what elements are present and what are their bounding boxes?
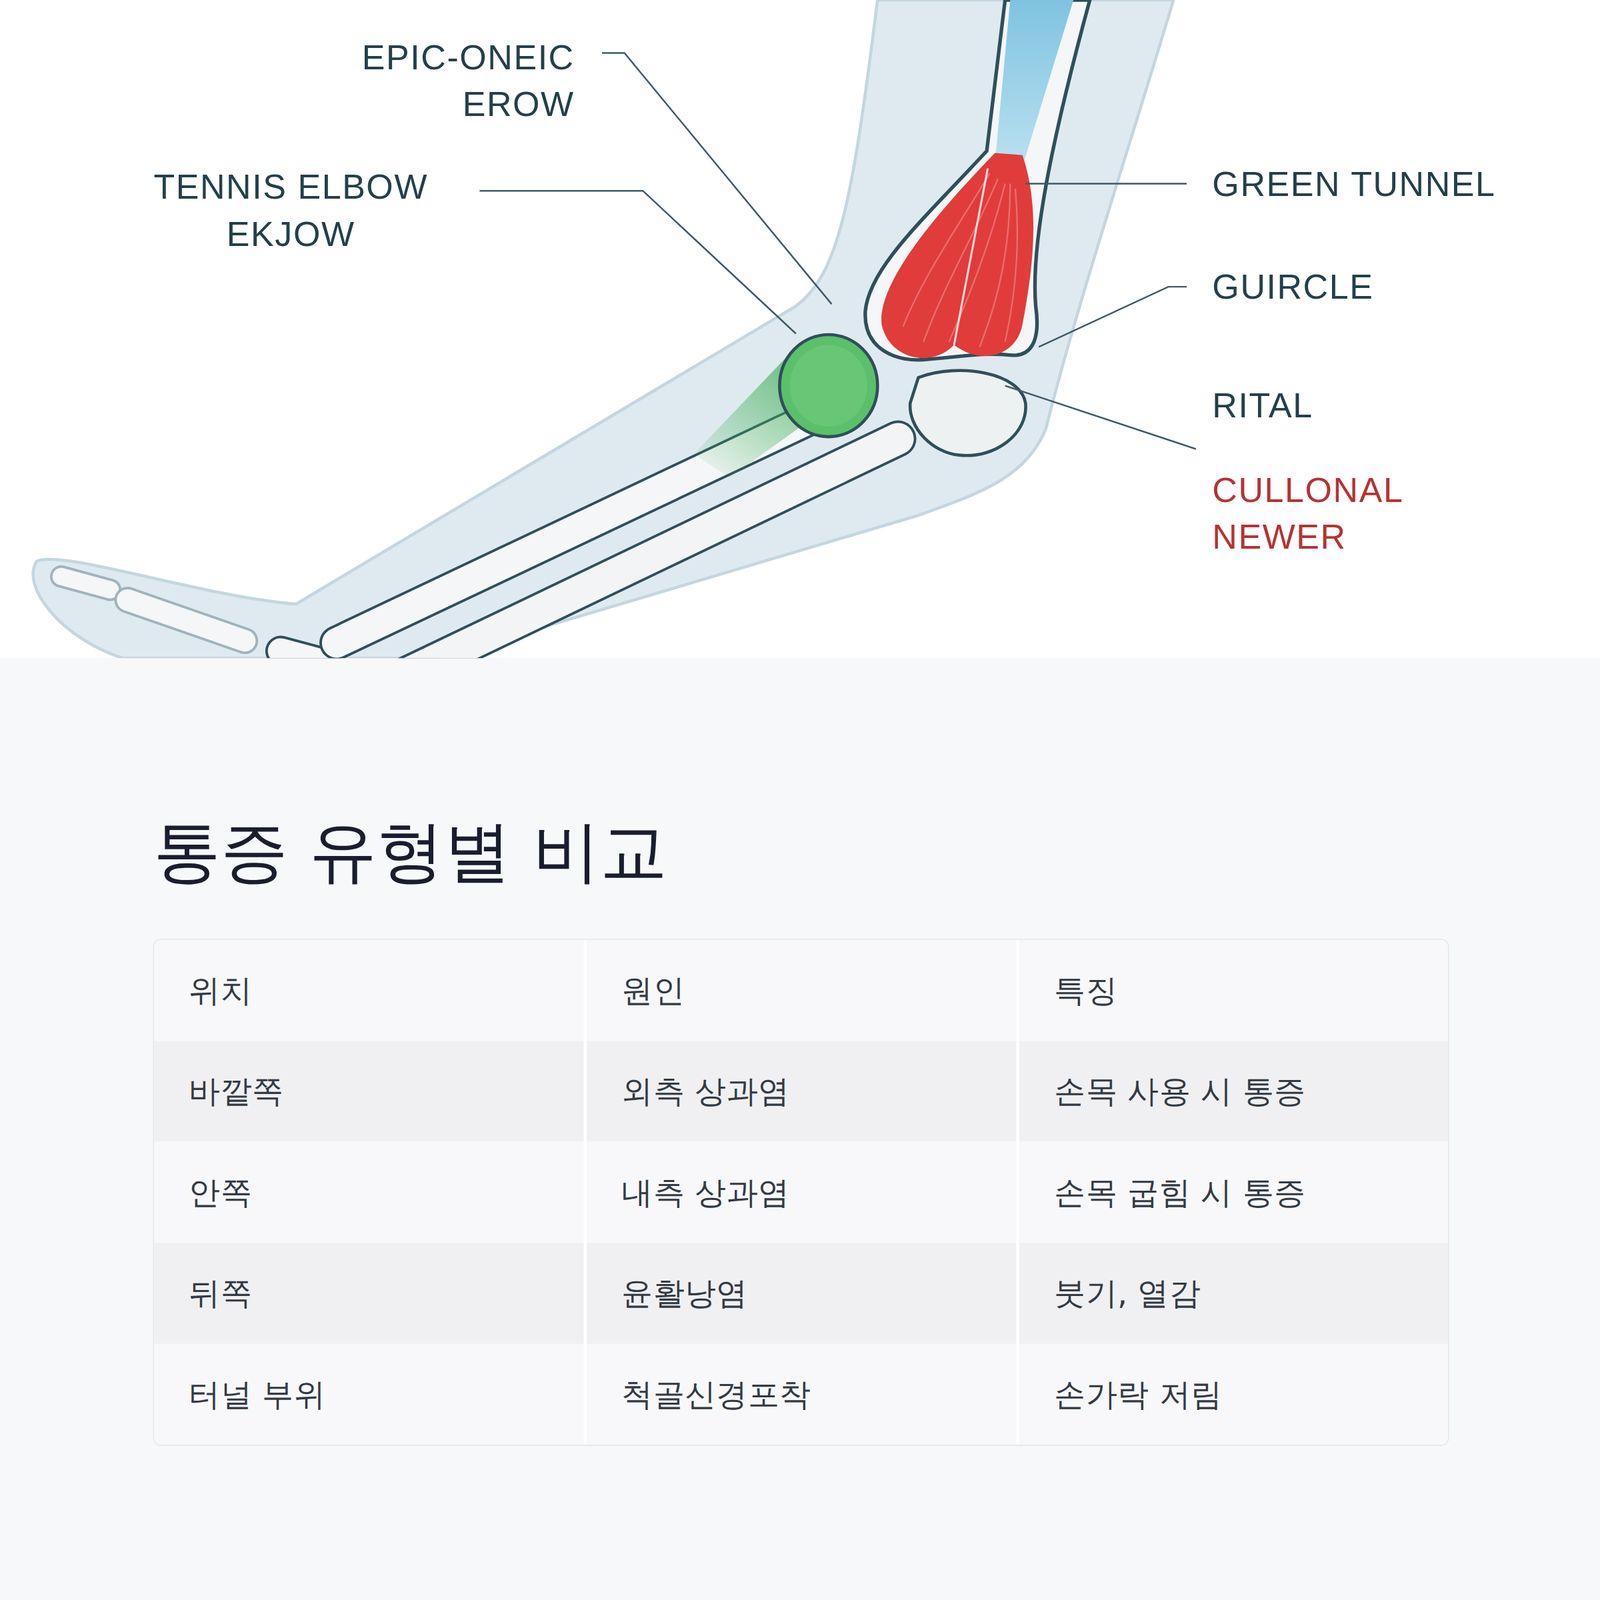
table-cell: 뒤쪽 [154, 1242, 584, 1344]
comparison-table: 위치원인특징바깥쪽외측 상과염손목 사용 시 통증안쪽내측 상과염손목 굽힘 시… [153, 938, 1450, 1446]
part-label: GUIRCLE [1212, 263, 1580, 310]
table-cell: 손가락 저림 [1019, 1344, 1448, 1446]
table-cell: 손목 사용 시 통증 [1019, 1040, 1448, 1142]
table-cell: 내측 상과염 [586, 1142, 1016, 1244]
table-header-cell: 특징 [1019, 940, 1448, 1042]
table-cell: 손목 굽힘 시 통증 [1019, 1142, 1448, 1244]
table-row: 뒤쪽윤활낭염붓기, 열감 [154, 1242, 1448, 1344]
table-cell: 안쪽 [154, 1142, 584, 1244]
heading: 통증 유형별 비교 [153, 806, 668, 898]
part-label: EPIC-ONEIC EROW [329, 34, 574, 128]
table-cell: 외측 상과염 [586, 1040, 1016, 1142]
table-row: 바깥쪽외측 상과염손목 사용 시 통증 [154, 1040, 1448, 1142]
part-label: GREEN TUNNEL [1212, 160, 1580, 207]
warning-label: CULLONAL NEWER [1212, 466, 1457, 560]
table-cell: 바깥쪽 [154, 1040, 584, 1142]
part-label: RITAL [1212, 381, 1580, 428]
table-cell: 터널 부위 [154, 1344, 584, 1446]
table-cell: 척골신경포착 [586, 1344, 1016, 1446]
elbow-illustration [0, 0, 1600, 658]
table-header-row: 위치원인특징 [154, 940, 1448, 1042]
part-label: TENNIS ELBOW EKJOW [127, 163, 454, 258]
table-header-cell: 위치 [154, 940, 584, 1042]
table-row: 안쪽내측 상과염손목 굽힘 시 통증 [154, 1142, 1448, 1244]
table-row: 터널 부위척골신경포착손가락 저림 [154, 1344, 1448, 1446]
table-cell: 붓기, 열감 [1019, 1242, 1448, 1344]
table-cell: 윤활낭염 [586, 1242, 1016, 1344]
table-header-cell: 원인 [586, 940, 1016, 1042]
